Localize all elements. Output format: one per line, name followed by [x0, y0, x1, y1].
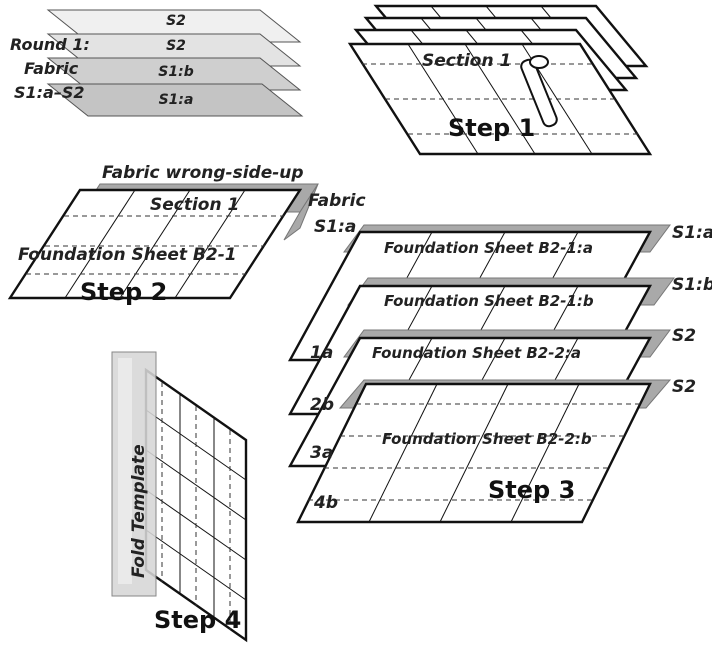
layer-label: S1:b [158, 64, 193, 80]
step1-section-label: Section 1 [422, 51, 511, 71]
sheet-name: Foundation Sheet B2-1:b [384, 292, 594, 310]
sheet-code: S2 [672, 377, 696, 397]
fold-template-label: Fold Template [129, 444, 149, 578]
step2-sheet-label: Foundation Sheet B2-1 [18, 245, 237, 265]
sheet-code: S1:a [672, 223, 712, 243]
layer-label: S2 [166, 38, 186, 54]
step2-label: Step 2 [80, 278, 167, 306]
folded-sheet [144, 367, 248, 643]
round1-fabric-stack: S2 S2 S1:b S1:a Round 1: Fabric S1:a–S2 [10, 9, 304, 117]
step4-label: Step 4 [154, 606, 241, 634]
sheet-number: 4b [313, 493, 338, 513]
step3-label: Step 3 [488, 476, 575, 504]
step3-sheet-stack: Foundation Sheet B2-1:a Foundation Sheet… [287, 223, 712, 524]
sheet-name: Foundation Sheet B2-2:a [372, 344, 581, 362]
step2-fabric-label: Fabric [308, 191, 366, 211]
sheet-number: 3a [310, 443, 333, 463]
step1-label: Step 1 [448, 114, 535, 142]
step2-top-label: Fabric wrong-side-up [102, 163, 304, 183]
round-fabric-label: Fabric [24, 59, 79, 78]
step2-foundation: Fabric wrong-side-up Section 1 Fabric S1… [7, 163, 366, 306]
sheet-number: 1a [310, 343, 333, 363]
round-title: Round 1: [10, 35, 90, 54]
fabric-layer [46, 83, 304, 117]
step2-section-label: Section 1 [150, 195, 239, 215]
rotary-cutter-icon [520, 55, 558, 128]
sheet-name: Foundation Sheet B2-2:b [382, 430, 592, 448]
step1-cut-stack: Section 1 Step 1 [347, 4, 653, 156]
sheet-code: S2 [672, 326, 696, 346]
fabric-layer [46, 57, 302, 91]
sheet-number: 2b [310, 395, 334, 415]
fabric-edge [283, 183, 319, 241]
foundation-sheet-b2-1 [7, 188, 303, 300]
step4-fold: Fold Template Step 4 [111, 351, 248, 643]
foundation-sheet [296, 382, 652, 524]
layer-label: S2 [166, 13, 186, 29]
sheet-name: Foundation Sheet B2-1:a [384, 239, 593, 257]
layer-label: S1:a [159, 92, 194, 108]
sheet-code: S1:b [672, 275, 712, 295]
stack-layer [347, 42, 653, 156]
round-pair-label: S1:a–S2 [14, 83, 85, 102]
step2-fabric-code: S1:a [314, 217, 356, 237]
